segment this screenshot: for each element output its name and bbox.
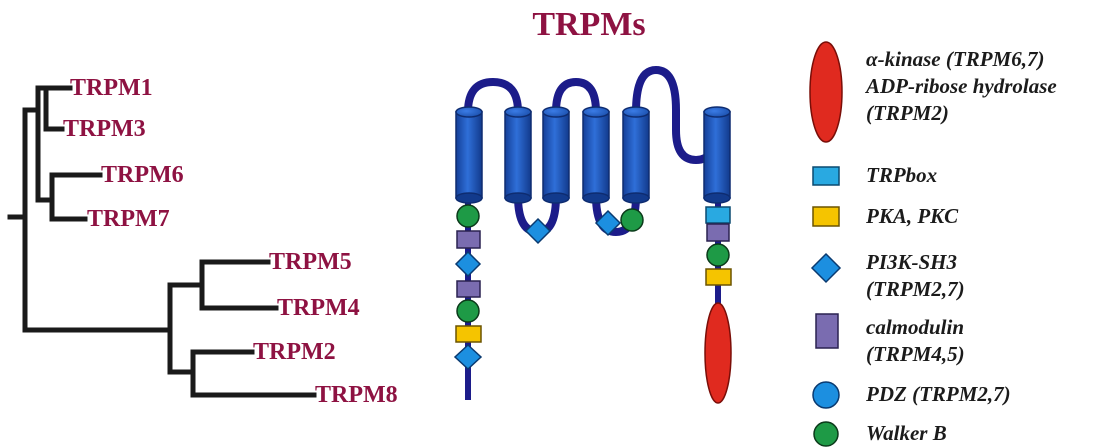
channel-topology [455, 70, 731, 403]
legend-trpbox-label: TRPbox [866, 162, 937, 189]
legend-pi3k-sh3-icon [812, 254, 840, 282]
pi3k-sh3-diamond-icon [526, 219, 550, 243]
walker-b-circle-icon [621, 209, 643, 231]
walker-b-circle-icon [457, 205, 479, 227]
legend-pdz-icon [813, 382, 839, 408]
helix-2 [505, 107, 531, 203]
legend-calmodulin-line-1: calmodulin [866, 314, 965, 341]
trpbox-icon [706, 207, 730, 223]
walker-b-circle-icon [457, 300, 479, 322]
pi3k-sh3-diamond-icon [456, 252, 480, 276]
legend-calmodulin-label: calmodulin (TRPM4,5) [866, 314, 965, 368]
leaf-trpm8: TRPM8 [315, 383, 398, 407]
leaf-trpm5: TRPM5 [269, 250, 352, 274]
leaf-trpm2: TRPM2 [253, 340, 336, 364]
legend-kinase-line-2: ADP-ribose hydrolase [866, 73, 1057, 100]
legend-kinase-line-3: (TRPM2) [866, 100, 1057, 127]
leaf-trpm4: TRPM4 [277, 296, 360, 320]
leaf-trpm1: TRPM1 [70, 76, 153, 100]
legend-walker-b-icon [814, 422, 838, 446]
helix-5 [623, 107, 649, 203]
calmodulin-site-icon [707, 224, 729, 241]
legend-pka-pkc-label: PKA, PKC [866, 203, 958, 230]
legend-pi3k-line-2: (TRPM2,7) [866, 276, 965, 303]
legend-calmodulin-icon [816, 314, 838, 348]
pka-pkc-site-icon [456, 326, 481, 342]
leaf-trpm3: TRPM3 [63, 117, 146, 141]
legend-symbols [810, 42, 842, 446]
kinase-domain-icon [705, 303, 731, 403]
legend-pdz-label: PDZ (TRPM2,7) [866, 381, 1011, 408]
leaf-trpm7: TRPM7 [87, 207, 170, 231]
helix-6 [704, 107, 730, 203]
walker-b-circle-icon [707, 244, 729, 266]
legend-trpbox-icon [813, 167, 839, 185]
legend-kinase-icon [810, 42, 842, 142]
legend-pka-pkc-icon [813, 207, 839, 226]
pka-pkc-site-icon [706, 269, 731, 285]
legend-pi3k-line-1: PI3K-SH3 [866, 249, 965, 276]
helix-1 [456, 107, 482, 203]
calmodulin-site-icon [457, 231, 480, 248]
leaf-trpm6: TRPM6 [101, 163, 184, 187]
pi3k-sh3-diamond-icon [455, 345, 481, 369]
legend-pi3k-sh3-label: PI3K-SH3 (TRPM2,7) [866, 249, 965, 303]
legend-kinase-label: α-kinase (TRPM6,7) ADP-ribose hydrolase … [866, 46, 1057, 127]
calmodulin-site-icon [457, 281, 480, 297]
helix-3 [543, 107, 569, 203]
helix-4 [583, 107, 609, 203]
legend-kinase-line-1: α-kinase (TRPM6,7) [866, 46, 1057, 73]
legend-walker-b-label: Walker B [866, 420, 947, 447]
legend-calmodulin-line-2: (TRPM4,5) [866, 341, 965, 368]
